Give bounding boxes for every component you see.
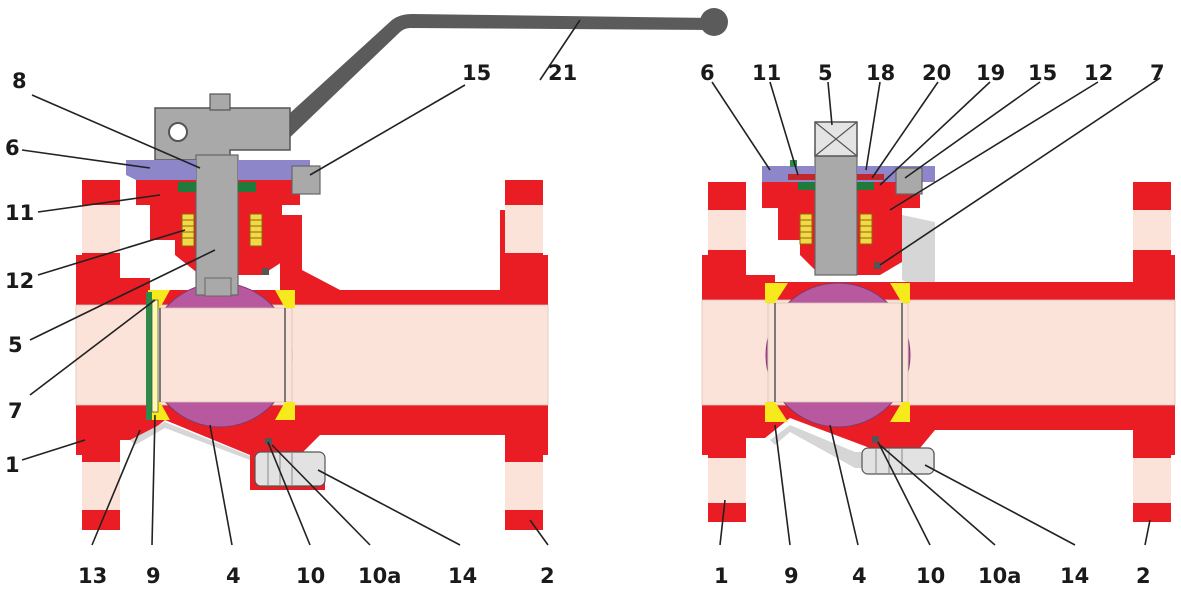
stem-spring-left xyxy=(799,213,813,245)
label-part-14: 14 xyxy=(1060,564,1089,588)
stem-spring-right xyxy=(249,213,263,247)
left-valve-view: 8 6 11 12 5 7 1 15 21 13 9 4 10 10a 14 2 xyxy=(5,8,728,588)
stem-nut xyxy=(209,93,231,111)
label-part-7: 7 xyxy=(8,399,23,423)
seat-downstream-bottom xyxy=(275,402,295,420)
label-part-5: 5 xyxy=(818,61,833,85)
thrust-washer xyxy=(857,174,884,180)
label-part-2: 2 xyxy=(540,564,555,588)
flange-bolt-hole xyxy=(708,458,746,503)
seat-upstream-bottom xyxy=(765,402,788,422)
gland-bolt xyxy=(895,167,923,195)
label-part-12: 12 xyxy=(5,269,34,293)
label-part-1: 1 xyxy=(5,453,20,477)
flange-bolt-hole xyxy=(708,210,746,250)
lever-knob xyxy=(700,8,728,36)
label-part-1: 1 xyxy=(714,564,729,588)
label-part-10: 10 xyxy=(916,564,945,588)
label-part-15: 15 xyxy=(462,61,491,85)
label-part-4: 4 xyxy=(226,564,241,588)
label-part-11: 11 xyxy=(5,201,34,225)
stem xyxy=(814,149,858,276)
stem-spring-left xyxy=(181,213,195,247)
anti-static-device xyxy=(262,268,269,275)
label-part-8: 8 xyxy=(12,69,27,93)
stem-packing xyxy=(798,182,815,190)
body-bolt xyxy=(254,451,326,487)
flange-bolt-hole xyxy=(82,205,120,253)
left-leader-lines xyxy=(21,19,581,546)
flange-bolt-hole xyxy=(505,205,543,253)
anti-static-device xyxy=(874,262,881,269)
label-part-10a: 10a xyxy=(978,564,1021,588)
right-valve-view: 6 11 5 18 20 19 15 12 7 1 9 4 10 10a 14 … xyxy=(700,61,1176,588)
label-part-19: 19 xyxy=(976,61,1005,85)
label-part-14: 14 xyxy=(448,564,477,588)
label-part-21: 21 xyxy=(548,61,577,85)
lever-bolt-hole xyxy=(168,122,188,142)
stem-packing xyxy=(238,182,256,192)
flange-bolt-hole xyxy=(1133,458,1171,503)
stem-packing xyxy=(178,182,196,192)
label-part-6: 6 xyxy=(700,61,715,85)
label-part-2: 2 xyxy=(1136,564,1151,588)
label-part-13: 13 xyxy=(78,564,107,588)
label-part-12: 12 xyxy=(1084,61,1113,85)
body-seal xyxy=(872,436,879,443)
flange-bolt-hole xyxy=(1133,210,1171,250)
seat-retainer-face xyxy=(151,299,159,413)
body-seal xyxy=(265,438,272,445)
ball-bore xyxy=(767,302,909,403)
stem-packing xyxy=(857,182,874,190)
label-part-20: 20 xyxy=(922,61,951,85)
label-part-9: 9 xyxy=(784,564,799,588)
gland-plate xyxy=(126,160,196,180)
stem-spring-right xyxy=(859,213,873,245)
label-part-10: 10 xyxy=(296,564,325,588)
seat-downstream-top xyxy=(275,290,295,308)
label-part-10a: 10a xyxy=(358,564,401,588)
body-lower-wall xyxy=(76,405,548,490)
label-part-15: 15 xyxy=(1028,61,1057,85)
ball-bore xyxy=(147,307,293,403)
label-part-18: 18 xyxy=(866,61,895,85)
seat-downstream-bottom xyxy=(890,402,910,422)
thrust-washer xyxy=(788,174,815,180)
label-part-4: 4 xyxy=(852,564,867,588)
seat-upstream-top xyxy=(765,283,788,303)
flange-bolt-hole xyxy=(82,462,120,510)
label-part-6: 6 xyxy=(5,136,20,160)
gland-bolt xyxy=(291,165,321,195)
label-part-11: 11 xyxy=(752,61,781,85)
seat-retainer xyxy=(146,292,152,420)
stop-pin xyxy=(790,160,797,167)
label-part-5: 5 xyxy=(8,333,23,357)
body-neck xyxy=(280,210,520,300)
stem-tip xyxy=(204,277,232,297)
right-leader-lines xyxy=(711,77,1161,546)
seat-downstream-top xyxy=(890,283,910,303)
label-part-9: 9 xyxy=(146,564,161,588)
stem xyxy=(195,154,239,296)
lever-handle xyxy=(255,14,715,145)
flange-bolt-hole xyxy=(505,462,543,510)
label-part-7: 7 xyxy=(1150,61,1165,85)
